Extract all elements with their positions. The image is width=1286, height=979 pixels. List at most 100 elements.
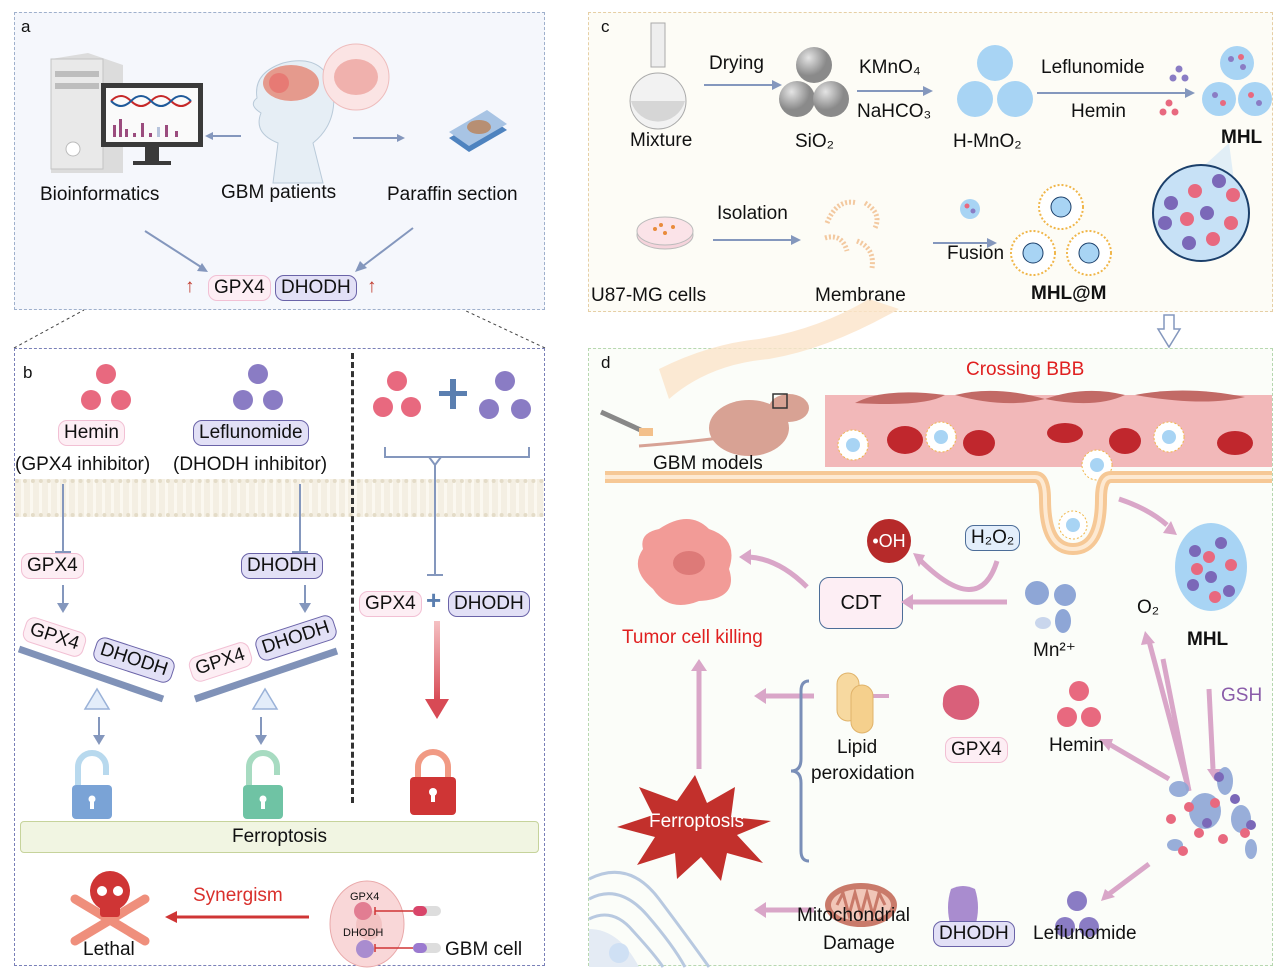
drying-label: Drying xyxy=(709,53,764,74)
hollow-arrow-down-icon xyxy=(1156,314,1182,349)
membrane-fragments-icon xyxy=(824,199,880,269)
gpx4-tag: GPX4 xyxy=(21,553,84,579)
inhibit-line-dhodh xyxy=(292,484,308,553)
hemin-dots-icon xyxy=(1159,99,1179,116)
arrow-right xyxy=(704,80,782,90)
membrane-label: Membrane xyxy=(815,285,906,306)
endothelial-cells xyxy=(855,390,1245,404)
dhodh-inhibitor-label: (DHODH inhibitor) xyxy=(173,454,328,475)
petri-dish-icon xyxy=(636,216,694,250)
mhl-label: MHL xyxy=(1187,629,1229,650)
panel-d: d GBM models Crossing BBB Tumor cell kil… xyxy=(588,299,1273,968)
gbm-patients-label: GBM patients xyxy=(221,182,337,203)
bioinformatics-label: Bioinformatics xyxy=(40,184,160,205)
hemin-molecule-icon xyxy=(1057,681,1101,727)
synergism-label: Synergism xyxy=(193,885,283,906)
mouse-model-icon xyxy=(599,393,809,456)
mhl-m-particles-icon xyxy=(1010,184,1112,276)
computer-icon xyxy=(50,53,203,173)
ferroptosis-burst-icon xyxy=(617,775,771,881)
cell-membrane-invagination xyxy=(605,471,1272,556)
gsh-label: GSH xyxy=(1221,685,1263,706)
patient-head-icon xyxy=(252,43,390,184)
unlocked-lock-icon xyxy=(72,750,112,819)
locked-lock-icon xyxy=(410,749,456,815)
panel-b: b Hemin Leflunomide (GPX4 inhibitor) (DH… xyxy=(14,348,545,968)
flask-icon xyxy=(629,22,687,130)
hemin-molecule-icon xyxy=(81,364,131,410)
nahco3-label: NaHCO₃ xyxy=(857,101,932,122)
seesaw-left xyxy=(17,645,339,710)
panel-label-b: b xyxy=(23,363,33,382)
h-mno2-spheres-icon xyxy=(957,45,1033,117)
gbm-cell-icon xyxy=(329,880,441,968)
up-arrow-icon: ↑ xyxy=(367,276,377,297)
cell-organelle-icon xyxy=(588,870,711,968)
h-mno2-label: H-MnO₂ xyxy=(953,131,1022,152)
u87-label: U87-MG cells xyxy=(591,285,707,306)
mhl-particle-icon xyxy=(960,199,980,219)
degraded-mhl-icon xyxy=(1166,767,1257,859)
mhl-particle-large-icon xyxy=(1175,523,1247,611)
hemin-tag: Hemin xyxy=(58,420,125,446)
arrow-down-icon xyxy=(57,585,69,613)
leflunomide-tag: Leflunomide xyxy=(193,420,309,446)
hydroxyl-radical-icon: •OH xyxy=(867,519,911,563)
curly-brace xyxy=(790,679,810,863)
lipid-label: Lipid xyxy=(837,737,878,758)
kmno4-label: KMnO₄ xyxy=(859,57,921,78)
paraffin-section-icon xyxy=(449,110,507,152)
synergism-arrow xyxy=(165,911,309,923)
gbm-models-label: GBM models xyxy=(653,453,763,474)
arrow-down-icon xyxy=(93,717,105,745)
panel-label-c: c xyxy=(601,17,610,36)
up-arrow-icon: ↑ xyxy=(185,276,195,297)
panel-a: a Bioinfor xyxy=(14,12,545,310)
mn2-ions-icon xyxy=(1025,581,1076,633)
gbm-cell-label: GBM cell xyxy=(445,939,523,960)
arrow-down-icon xyxy=(299,585,311,613)
arrow-right xyxy=(713,235,801,245)
cell-dhodh-label: DHODH xyxy=(343,927,384,939)
arrow-to-bioinformatics xyxy=(205,132,241,140)
inhibit-line-gpx4 xyxy=(55,484,71,553)
mhl-label: MHL xyxy=(1221,127,1263,148)
cell-membrane xyxy=(15,479,544,517)
ferroptosis-bar: Ferroptosis xyxy=(20,821,539,853)
leflunomide-dots-icon xyxy=(1169,65,1189,82)
h2o2-tag: H₂O₂ xyxy=(965,525,1021,551)
tumor-cell-killing-label: Tumor cell killing xyxy=(622,627,763,648)
mhl-zoom-circle xyxy=(1152,143,1250,262)
red-arrow-down-icon xyxy=(425,621,449,719)
sio2-spheres-icon xyxy=(779,47,849,117)
mitochondrial-label: Mitochondrial xyxy=(797,905,910,926)
mn2-label: Mn²⁺ xyxy=(1033,640,1076,661)
dhodh-tag: DHODH xyxy=(241,553,323,579)
dhodh-tag: DHODH xyxy=(448,591,530,617)
leflunomide-molecule-icon xyxy=(233,364,283,410)
tumor-cell-icon xyxy=(637,519,732,605)
arrow-paraffin-to-genes xyxy=(355,227,414,272)
gpx4-inhibitor-label: (GPX4 inhibitor) xyxy=(15,454,151,475)
ferroptosis-label: Ferroptosis xyxy=(649,811,745,832)
leflunomide-label: Leflunomide xyxy=(1033,923,1137,944)
hemin-label: Hemin xyxy=(1071,101,1126,122)
arrow-right xyxy=(933,238,997,248)
gpx4-tag: GPX4 xyxy=(945,737,1008,763)
fusion-label: Fusion xyxy=(947,243,1005,264)
cell-gpx4-label: GPX4 xyxy=(350,891,380,903)
zoom-lines xyxy=(13,309,546,349)
combination-inhibit-bracket xyxy=(384,447,530,576)
peroxidation-label: peroxidation xyxy=(811,763,915,784)
mhl-m-label: MHL@M xyxy=(1031,283,1107,304)
panel-c: c Mixture Drying SiO₂ KMnO₄ NaHCO₃ H-MnO… xyxy=(588,12,1273,312)
dhodh-protein-icon xyxy=(948,886,978,931)
panel-label-a: a xyxy=(21,17,31,36)
gpx4-tag: GPX4 xyxy=(359,591,422,617)
injection-trail xyxy=(659,299,899,399)
skull-crossbones-icon xyxy=(70,871,150,946)
paraffin-section-label: Paraffin section xyxy=(387,184,518,205)
leflunomide-label: Leflunomide xyxy=(1041,57,1145,78)
mixture-label: Mixture xyxy=(630,130,693,151)
panel-label-d: d xyxy=(601,353,611,372)
